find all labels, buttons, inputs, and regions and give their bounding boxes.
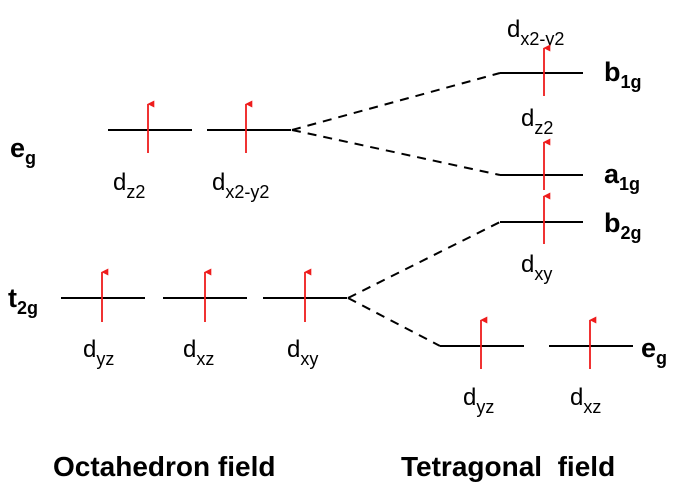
dashed-line-eg-to-a1g <box>291 129 501 176</box>
orbital-label-tet-dxz: dxz <box>570 384 601 417</box>
tetragonal-b1g-label: b1g <box>604 57 642 92</box>
octahedral-eg-group: eg dz2 dx2-y2 <box>10 100 291 202</box>
tetragonal-eg-label: eg <box>641 333 667 368</box>
dashed-line-eg-to-b1g <box>291 72 501 131</box>
tetragonal-field-title: Tetragonal field <box>401 451 615 482</box>
orbital-label-tet-dz2: dz2 <box>521 105 553 138</box>
orbital-label-oct-dz2: dz2 <box>113 169 145 202</box>
orbital-label-tet-dxy: dxy <box>521 251 552 284</box>
octahedron-field-title: Octahedron field <box>53 451 275 482</box>
orbital-label-oct-dxz: dxz <box>183 336 214 369</box>
dashed-line-t2g-to-b2g <box>347 221 501 299</box>
tetragonal-b2g-label: b2g <box>604 208 642 243</box>
octahedral-eg-label: eg <box>10 133 36 168</box>
tetragonal-a1g-label: a1g <box>604 159 640 194</box>
tetragonal-a1g-group: dz2 a1g <box>500 105 640 194</box>
orbital-label-oct-dx2y2: dx2-y2 <box>212 169 269 202</box>
tetragonal-eg-group: dyz dxz eg <box>440 316 667 417</box>
orbital-label-tet-dyz: dyz <box>463 384 494 417</box>
tetragonal-b1g-group: dx2-y2 b1g <box>500 16 642 96</box>
octahedral-t2g-group: t2g dyz dxz dxy <box>8 268 347 369</box>
orbital-label-oct-dxy: dxy <box>287 336 318 369</box>
correlation-lines <box>291 72 501 347</box>
tetragonal-b2g-group: b2g dxy <box>500 192 642 284</box>
orbital-label-tet-dx2y2: dx2-y2 <box>507 16 564 49</box>
orbital-label-oct-dyz: dyz <box>83 336 114 369</box>
dashed-line-t2g-to-eg <box>347 297 441 347</box>
octahedral-t2g-label: t2g <box>8 283 38 318</box>
